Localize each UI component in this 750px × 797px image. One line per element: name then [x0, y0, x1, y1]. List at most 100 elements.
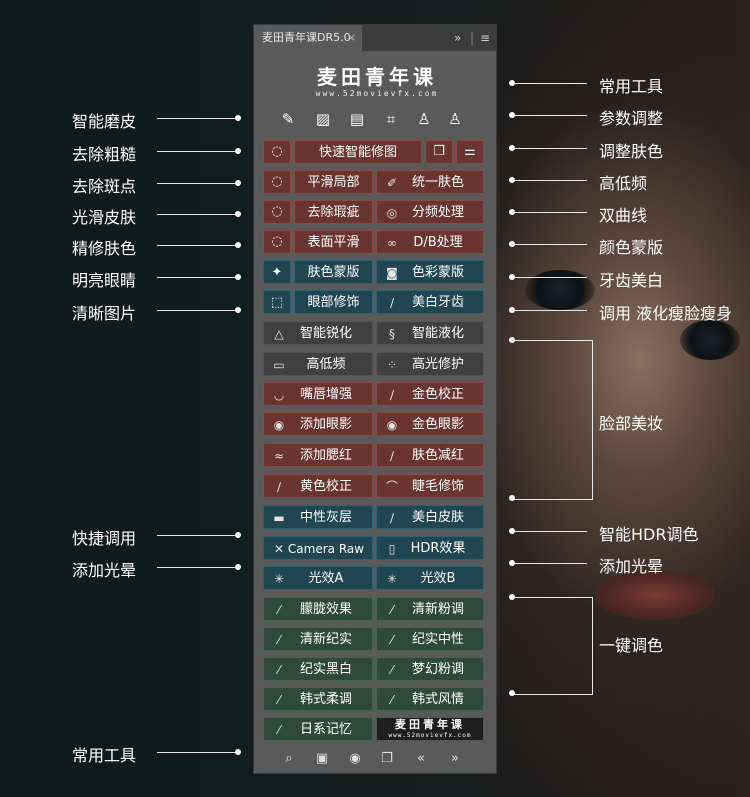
leader-dot [235, 564, 241, 570]
dots-icon: ⁘ [386, 358, 398, 372]
settings-sliders-button[interactable]: ⚌ [456, 140, 484, 164]
logo-url: www.52movievfx.com [315, 89, 439, 98]
annotation-add-halo-right: 添加光晕 [599, 557, 664, 576]
leader-line [512, 83, 587, 84]
lash-retouch-button[interactable]: ⌒睫毛修饰 [376, 474, 484, 498]
add-blush-button[interactable]: ≈ 添加腮红 [263, 443, 373, 467]
eye-icon: ◉ [386, 418, 398, 432]
color-mask-button[interactable]: ◙色彩蒙版 [376, 260, 484, 284]
highlight-fix-button[interactable]: ⁘高光修护 [376, 352, 484, 376]
camera-raw-button[interactable]: ✕Camera Raw [263, 536, 373, 560]
leader-line [512, 531, 587, 532]
doc-bw-button[interactable]: ⁄纪实黑白 [263, 657, 373, 681]
annotation-bright-eyes: 明亮眼睛 [72, 271, 137, 290]
bandage-icon[interactable]: ▨ [315, 110, 331, 128]
korean-style-button[interactable]: ⁄韩式风情 [376, 687, 484, 711]
eye-retouch-button[interactable]: 眼部修饰 [294, 290, 373, 314]
reduce-red-button[interactable]: ∕肤色减红 [376, 443, 484, 467]
wand-icon: ⁄ [390, 633, 393, 647]
fresh-doc-button[interactable]: ⁄清新纪实 [263, 627, 373, 651]
remove-blemish-button[interactable]: 去除瑕疵 [294, 200, 373, 224]
button-label: 色彩蒙版 [411, 265, 464, 280]
left-eye-shadow [525, 270, 595, 310]
button-label: 韩式柔调 [299, 692, 352, 707]
button-label: 高低频 [306, 357, 346, 372]
skin-whiten-button[interactable]: ∕美白皮肤 [376, 505, 484, 529]
brush-icon: ∕ [276, 480, 282, 494]
doc-neutral-button[interactable]: ⁄纪实中性 [376, 627, 484, 651]
leader-line [157, 567, 237, 568]
smooth-local-button[interactable]: 平滑局部 [294, 170, 373, 194]
light-b-button[interactable]: ✳光效B [376, 566, 484, 590]
neutral-gray-button[interactable]: ▬中性灰层 [263, 505, 373, 529]
gold-eyeshadow-button[interactable]: ◉金色眼影 [376, 412, 484, 436]
annotation-remove-rough: 去除粗糙 [72, 145, 137, 164]
bandage-alt-icon[interactable]: ▤ [349, 110, 365, 128]
smart-sharpen-button[interactable]: △智能锐化 [263, 321, 373, 345]
divider: | [470, 31, 475, 45]
button-label: 清新粉调 [411, 602, 464, 617]
brush-icon[interactable]: ✎ [281, 110, 295, 128]
selection-button[interactable]: ⬚ [263, 290, 291, 314]
dream-pink-button[interactable]: ⁄梦幻粉调 [376, 657, 484, 681]
stamp-icon[interactable]: ♙ [417, 110, 431, 128]
lasso-button-2[interactable]: ◌ [263, 170, 291, 194]
starburst-icon: ✳ [273, 572, 285, 586]
surface-smooth-button[interactable]: 表面平滑 [294, 230, 373, 254]
brush-icon: ∕ [389, 296, 395, 310]
button-label: 表面平滑 [307, 235, 360, 250]
prev-icon[interactable]: « [417, 751, 425, 766]
leader-line [512, 212, 587, 213]
freq-separation-button[interactable]: ◎分频处理 [376, 200, 484, 224]
japan-memory-button[interactable]: ⁄日系记忆 [263, 717, 373, 741]
high-low-freq-button[interactable]: ▭高低频 [263, 352, 373, 376]
panel-icon[interactable]: ▣ [315, 751, 329, 766]
annotation-color-mask: 颜色蒙版 [599, 238, 664, 257]
lip-enhance-button[interactable]: ◡嘴唇增强 [263, 382, 373, 406]
leader-dot [235, 307, 241, 313]
add-eyeshadow-button[interactable]: ◉添加眼影 [263, 412, 373, 436]
magic-wand-button[interactable]: ✦ [263, 260, 291, 284]
chip-icon[interactable]: ⌗ [386, 110, 396, 128]
gold-correct-button[interactable]: ∕金色校正 [376, 382, 484, 406]
yellow-correct-button[interactable]: ∕黄色校正 [263, 474, 373, 498]
blush-icon: ≈ [273, 449, 285, 463]
stamp-x-icon[interactable]: ♙ [448, 110, 462, 128]
panel-tab[interactable]: 麦田青年课DR5.0 × [254, 25, 362, 51]
teeth-whiten-button[interactable]: ∕美白牙齿 [376, 290, 484, 314]
next-icon[interactable]: » [451, 751, 459, 766]
korean-soft-button[interactable]: ⁄韩式柔调 [263, 687, 373, 711]
close-icon[interactable]: × [346, 31, 356, 44]
lasso-button-3[interactable]: ◌ [263, 200, 291, 224]
annotation-adjust-skin: 调整肤色 [599, 142, 664, 161]
annotation-hdr: 智能HDR调色 [599, 525, 699, 544]
expand-icon[interactable]: » [454, 31, 462, 45]
lasso-button-1[interactable]: ◌ [263, 140, 291, 164]
button-label: 添加腮红 [299, 448, 352, 463]
lasso-button-4[interactable]: ◌ [263, 230, 291, 254]
eye-icon[interactable]: ◉ [349, 751, 361, 766]
fresh-pink-button[interactable]: ⁄清新粉调 [376, 597, 484, 621]
annotation-remove-spots: 去除斑点 [72, 177, 137, 196]
unify-skin-button[interactable]: ✐统一肤色 [376, 170, 484, 194]
leader-dot [235, 749, 241, 755]
db-process-button[interactable]: ∞D/B处理 [376, 230, 484, 254]
hazy-effect-button[interactable]: ⁄朦胧效果 [263, 597, 373, 621]
zoom-icon[interactable]: ⌕ [285, 751, 293, 766]
button-label: 智能锐化 [299, 326, 352, 341]
menu-icon[interactable]: ≡ [480, 31, 491, 45]
layers-button[interactable]: ❐ [425, 140, 453, 164]
button-label: 肤色蒙版 [307, 265, 360, 280]
annotation-liquify: 调用 液化瘦脸瘦身 [599, 304, 733, 323]
leader-line [157, 214, 237, 215]
skin-mask-button[interactable]: 肤色蒙版 [294, 260, 373, 284]
copy-icon[interactable]: ❐ [381, 751, 393, 766]
button-label: 智能液化 [411, 326, 464, 341]
button-label: 金色校正 [411, 387, 464, 402]
logo-title: 麦田青年课 [317, 65, 437, 89]
smart-liquify-button[interactable]: §智能液化 [376, 321, 484, 345]
hdr-effect-button[interactable]: ▯HDR效果 [376, 536, 484, 560]
quick-smart-retouch-button[interactable]: 快速智能修图 [294, 140, 422, 164]
annotation-one-click: 一键调色 [599, 636, 664, 655]
light-a-button[interactable]: ✳光效A [263, 566, 373, 590]
